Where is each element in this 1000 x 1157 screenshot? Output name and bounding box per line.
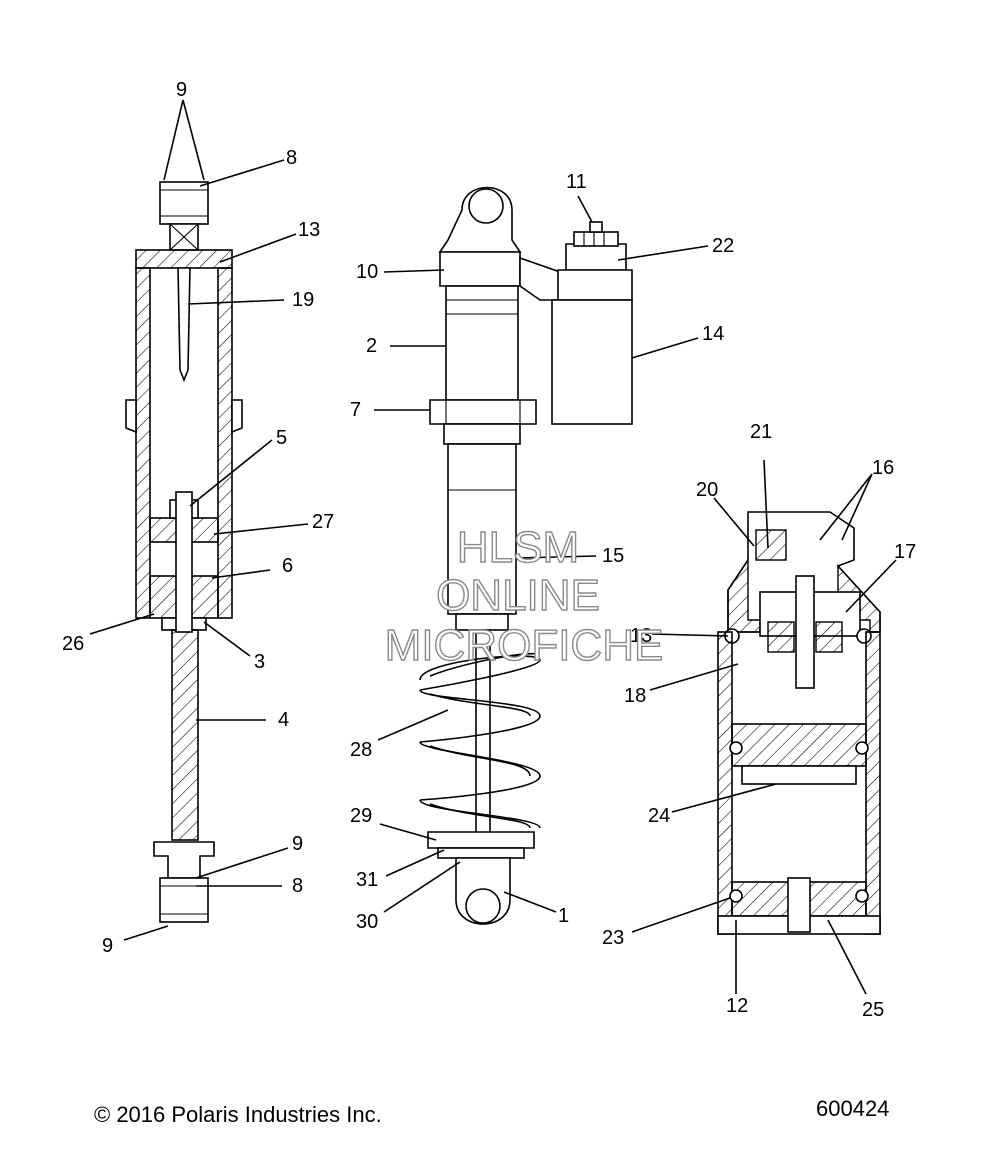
bottom-flange [153,841,215,879]
top-eye-hole [468,188,504,224]
callout-10: 10 [356,261,378,283]
callout-12: 12 [726,995,748,1017]
callout-5: 5 [276,427,287,449]
left-shock-section [125,181,243,923]
watermark-line-1: HLSM [457,523,579,572]
callout-9-bottom-right: 9 [292,833,303,855]
callout-2: 2 [366,335,377,357]
bottom-eye-hole [465,888,501,924]
reservoir-collar [557,269,633,301]
top-cap [135,249,233,269]
callout-25: 25 [862,999,884,1021]
callout-22: 22 [712,235,734,257]
callout-11: 11 [566,171,587,193]
piston-o-ring-left [729,741,743,755]
callout-31: 31 [356,869,378,891]
body-head [439,251,521,287]
cylinder-wall-left [717,631,733,935]
reservoir-body [551,299,633,425]
callout-21: 21 [750,421,772,443]
watermark-line-3: MICROFICHE [385,621,664,670]
bottom-eyelet-bushing [159,877,209,923]
side-tab-right [231,399,243,434]
callout-13-left: 13 [298,219,320,241]
callout-28: 28 [350,739,372,761]
lower-body [447,443,517,615]
callout-9-top: 9 [176,79,187,101]
valve-left [767,621,795,653]
right-reservoir-section [717,511,881,935]
adjuster-body [755,529,787,561]
side-tab-left [125,399,137,434]
leader-lines [89,99,897,995]
callout-1: 1 [558,905,569,927]
copyright-text: © 2016 Polaris Industries Inc. [94,1102,382,1127]
callout-27: 27 [312,511,334,533]
callout-8-top: 8 [286,147,297,169]
callout-labels: 9 8 13 19 5 27 6 26 3 4 9 8 9 11 22 10 1… [62,79,916,1021]
callout-7: 7 [350,399,361,421]
center-shock-assembly [419,186,633,925]
callout-16: 16 [872,457,894,479]
reservoir-cap [565,243,627,271]
schrader-valve [589,221,603,233]
callout-13-right: 13 [630,625,652,647]
shaft [171,629,199,841]
callout-26: 26 [62,633,84,655]
callout-14: 14 [702,323,724,345]
watermark: HLSM ONLINE MICROFICHE [384,522,664,670]
callout-3: 3 [254,651,265,673]
main-body [445,285,519,401]
figure-number: 600424 [816,1096,889,1121]
body-wall-left [135,267,151,619]
end-cap-valve [787,877,811,933]
reservoir-arm [519,256,561,301]
piston-o-ring-right [855,741,869,755]
preload-nut [429,399,537,425]
spring-seat [427,831,535,849]
top-eyelet-bushing [159,181,209,225]
callout-4: 4 [278,709,289,731]
callout-6: 6 [282,555,293,577]
metering-needle [177,267,191,383]
callout-29: 29 [350,805,372,827]
end-cap-o-ring-right [855,889,869,903]
callout-19: 19 [292,289,314,311]
reservoir-knob [573,231,619,247]
body-wall-right [217,267,233,619]
watermark-line-2: ONLINE [436,571,600,620]
end-cap-o-ring-left [729,889,743,903]
cylinder-wall-right [865,631,881,935]
callout-8-bottom: 8 [292,875,303,897]
floating-piston [731,723,867,767]
valve-stem [795,575,815,689]
threaded-collar [443,423,521,445]
coil-spring [419,652,541,829]
callout-30: 30 [356,911,378,933]
valve-right [815,621,843,653]
spring-retainer [437,847,525,859]
callout-18: 18 [624,685,646,707]
shaft-inner [175,491,193,633]
piston-skirt [741,765,857,785]
callout-20: 20 [696,479,718,501]
callout-15: 15 [602,545,624,567]
callout-24: 24 [648,805,670,827]
callout-9-bottom-left: 9 [102,935,113,957]
callout-23: 23 [602,927,624,949]
callout-17: 17 [894,541,916,563]
